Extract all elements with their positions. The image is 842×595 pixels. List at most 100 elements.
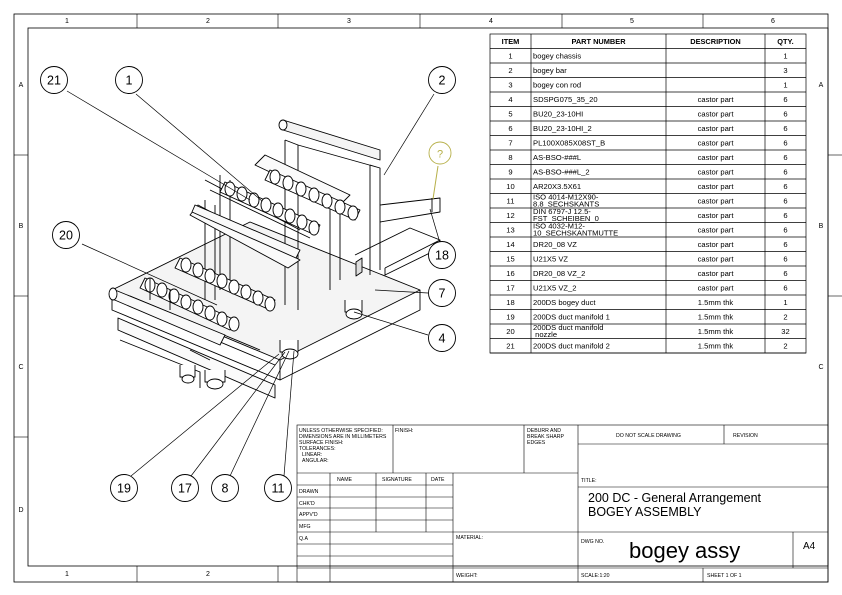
- bom-part-number: AS-BSO-###L_2: [533, 167, 590, 176]
- bom-item-number: 1: [508, 51, 512, 60]
- col-name-header: NAME: [337, 477, 353, 483]
- bom-item-number: 11: [507, 196, 515, 205]
- bom-part-number: 200DS duct manifold 2: [533, 341, 610, 350]
- bom-header-desc: DESCRIPTION: [690, 37, 741, 46]
- drawing-number: bogey assy: [629, 538, 740, 563]
- bom-qty: 2: [783, 312, 787, 321]
- bom-part-number: ISO 4014-M12X90-8.8_SECHSKANTS: [533, 192, 599, 208]
- bom-description: castor part: [698, 167, 735, 176]
- balloon-circle: [211, 474, 239, 502]
- zone-col-4: 4: [489, 18, 493, 25]
- bom-part-number: U21X5 VZ_2: [533, 283, 576, 292]
- bom-description: castor part: [698, 269, 735, 278]
- bom-qty: 6: [783, 269, 787, 278]
- bom-item-number: 12: [506, 211, 514, 220]
- bom-description: castor part: [698, 254, 735, 263]
- bom-qty: 2: [783, 341, 787, 350]
- role-qa: Q.A: [299, 536, 308, 542]
- balloon-circle: [264, 474, 292, 502]
- bom-part-number: 200DS duct manifold 1: [533, 312, 610, 321]
- balloon-label: 11: [272, 482, 285, 496]
- title-label: TITLE:: [581, 478, 597, 484]
- zone-col-1-bottom: 1: [65, 571, 69, 578]
- bom-item-number: 4: [508, 95, 512, 104]
- zone-row-b: B: [19, 223, 24, 230]
- role-checked: CHK'D: [299, 501, 315, 507]
- zone-col-2-bottom: 2: [206, 571, 210, 578]
- bom-item-number: 21: [506, 341, 514, 350]
- zone-row-a: A: [19, 82, 24, 89]
- balloon-label: 4: [439, 332, 446, 346]
- material-label: MATERIAL:: [456, 535, 483, 541]
- deburr-line-1: DEBURR AND: [527, 428, 561, 434]
- bom-description: castor part: [698, 182, 735, 191]
- bom-qty: 6: [783, 283, 787, 292]
- balloon-circle: [428, 241, 456, 269]
- bom-item-number: 18: [506, 298, 514, 307]
- bom-part-number: PL100X085X08ST_B: [533, 138, 605, 147]
- deburr-line-2: BREAK SHARP: [527, 434, 564, 440]
- zone-row-b-right: B: [819, 223, 824, 230]
- bom-item-number: 19: [506, 312, 514, 321]
- bom-description: castor part: [698, 124, 735, 133]
- bom-description: 1.5mm thk: [698, 298, 734, 307]
- balloon-circle: [428, 279, 456, 307]
- bom-item-number: 10: [506, 182, 514, 191]
- balloon-circle: [40, 66, 68, 94]
- bom-item-number: 15: [506, 254, 514, 263]
- bom-description: castor part: [698, 225, 735, 234]
- bom-part-number: SDSPG075_35_20: [533, 95, 598, 104]
- balloon-label: 1: [126, 74, 133, 88]
- balloon-label: 8: [222, 482, 229, 496]
- zone-row-c-right: C: [818, 364, 823, 371]
- bom-qty: 6: [783, 124, 787, 133]
- bom-table: [489, 33, 807, 354]
- bom-part-number: bogey con rod: [533, 80, 581, 89]
- balloon-circle: [428, 66, 456, 94]
- spec-line-2: DIMENSIONS ARE IN MILLIMETERS: [299, 434, 387, 440]
- bom-qty: 6: [783, 138, 787, 147]
- sheet-size: A4: [803, 541, 816, 552]
- bom-description: castor part: [698, 196, 735, 205]
- bom-item-number: 6: [508, 124, 512, 133]
- bom-qty: 6: [783, 95, 787, 104]
- role-approved: APPV'D: [299, 512, 318, 518]
- role-drawn: DRAWN: [299, 489, 319, 495]
- balloon-label: 17: [178, 482, 192, 496]
- zone-col-1: 1: [65, 18, 69, 25]
- bom-qty: 3: [783, 66, 787, 75]
- balloon-label: 19: [117, 482, 131, 496]
- balloon-leaders: [66, 90, 441, 477]
- bom-qty: 6: [783, 211, 787, 220]
- do-not-scale-label: DO NOT SCALE DRAWING: [616, 433, 681, 439]
- bom-header-part: PART NUMBER: [571, 37, 626, 46]
- spec-line-5: LINEAR:: [302, 452, 322, 458]
- bom-item-number: 17: [506, 283, 514, 292]
- revision-label: REVISION: [733, 433, 758, 439]
- bom-item-number: 5: [508, 109, 512, 118]
- bom-qty: 6: [783, 240, 787, 249]
- bom-description: castor part: [698, 211, 735, 220]
- zone-col-5: 5: [630, 18, 634, 25]
- col-signature-header: SIGNATURE: [382, 477, 412, 483]
- balloon-label: 2: [439, 74, 446, 88]
- drawing-title-line-2: BOGEY ASSEMBLY: [588, 505, 702, 519]
- bom-description: castor part: [698, 138, 735, 147]
- bom-item-number: 20: [506, 327, 514, 336]
- bom-description: 1.5mm thk: [698, 312, 734, 321]
- balloon-label: 21: [47, 74, 61, 88]
- bom-part-number: 200DS bogey duct: [533, 298, 596, 307]
- weight-label: WEIGHT:: [456, 573, 478, 579]
- balloon-circle: [171, 474, 199, 502]
